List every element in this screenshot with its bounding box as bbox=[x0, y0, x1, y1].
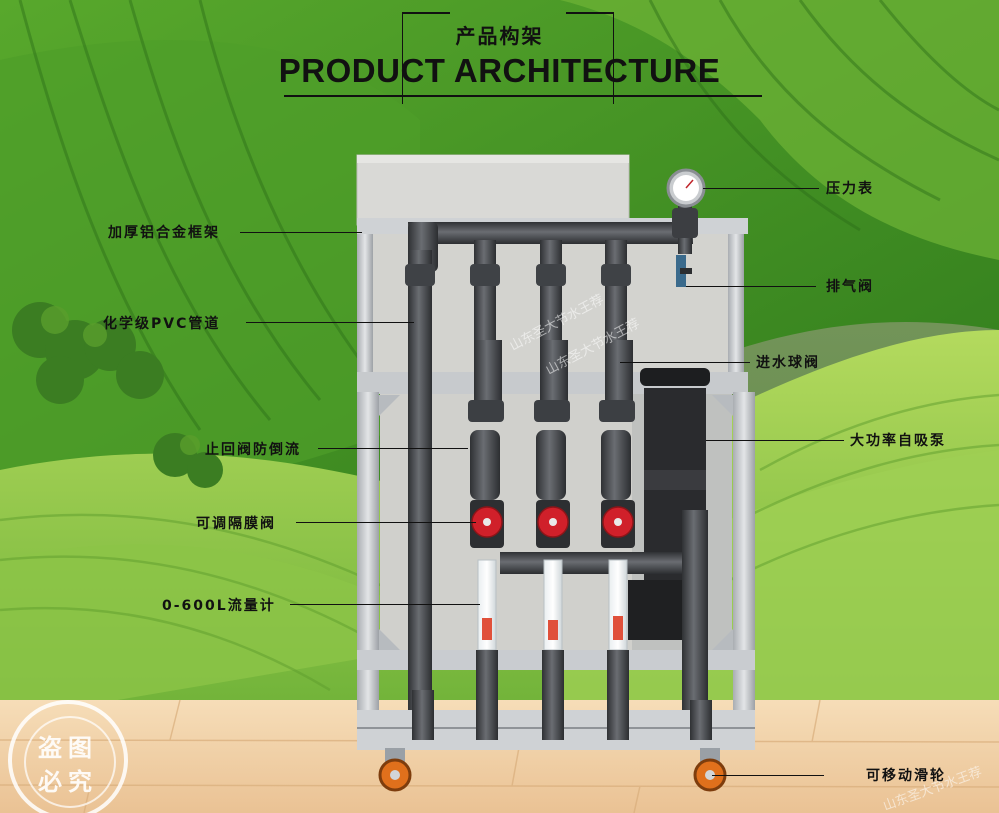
callout-exhaust-valve: 排气阀 bbox=[826, 279, 874, 295]
header: 产品构架 PRODUCT ARCHITECTURE bbox=[0, 0, 999, 110]
callout-check-valve: 止回阀防倒流 bbox=[205, 442, 301, 458]
leader-line bbox=[703, 188, 819, 190]
callout-diaphragm-valve: 可调隔膜阀 bbox=[196, 516, 276, 532]
stamp-ring bbox=[24, 716, 116, 808]
title-underline bbox=[284, 95, 762, 97]
callout-pvc-pipe: 化学级PVC管道 bbox=[103, 316, 221, 332]
leader-line bbox=[296, 522, 476, 524]
title-frame-line bbox=[566, 12, 614, 14]
callout-casters: 可移动滑轮 bbox=[866, 768, 946, 784]
title-frame bbox=[402, 12, 614, 104]
leader-line bbox=[686, 286, 816, 288]
callout-pump: 大功率自吸泵 bbox=[850, 433, 946, 449]
callout-frame: 加厚铝合金框架 bbox=[108, 225, 220, 241]
leader-line bbox=[712, 775, 824, 777]
stamp-text-line1: 盗图 bbox=[38, 734, 98, 762]
page-title: PRODUCT ARCHITECTURE bbox=[278, 52, 721, 89]
leader-line bbox=[620, 362, 750, 364]
anti-theft-stamp: 盗图 必究 bbox=[8, 700, 128, 813]
callout-flowmeter: 0-600L流量计 bbox=[162, 598, 276, 614]
page-subtitle: 产品构架 bbox=[455, 24, 544, 48]
callout-inlet-ball-valve: 进水球阀 bbox=[756, 355, 820, 371]
callout-pressure-gauge: 压力表 bbox=[826, 181, 874, 197]
leader-line bbox=[290, 604, 480, 606]
stamp-text-line2: 必究 bbox=[38, 768, 98, 796]
leader-line bbox=[706, 440, 844, 442]
leader-line bbox=[246, 322, 414, 324]
title-frame-line bbox=[402, 12, 450, 14]
leader-line bbox=[240, 232, 362, 234]
leader-line bbox=[318, 448, 468, 450]
